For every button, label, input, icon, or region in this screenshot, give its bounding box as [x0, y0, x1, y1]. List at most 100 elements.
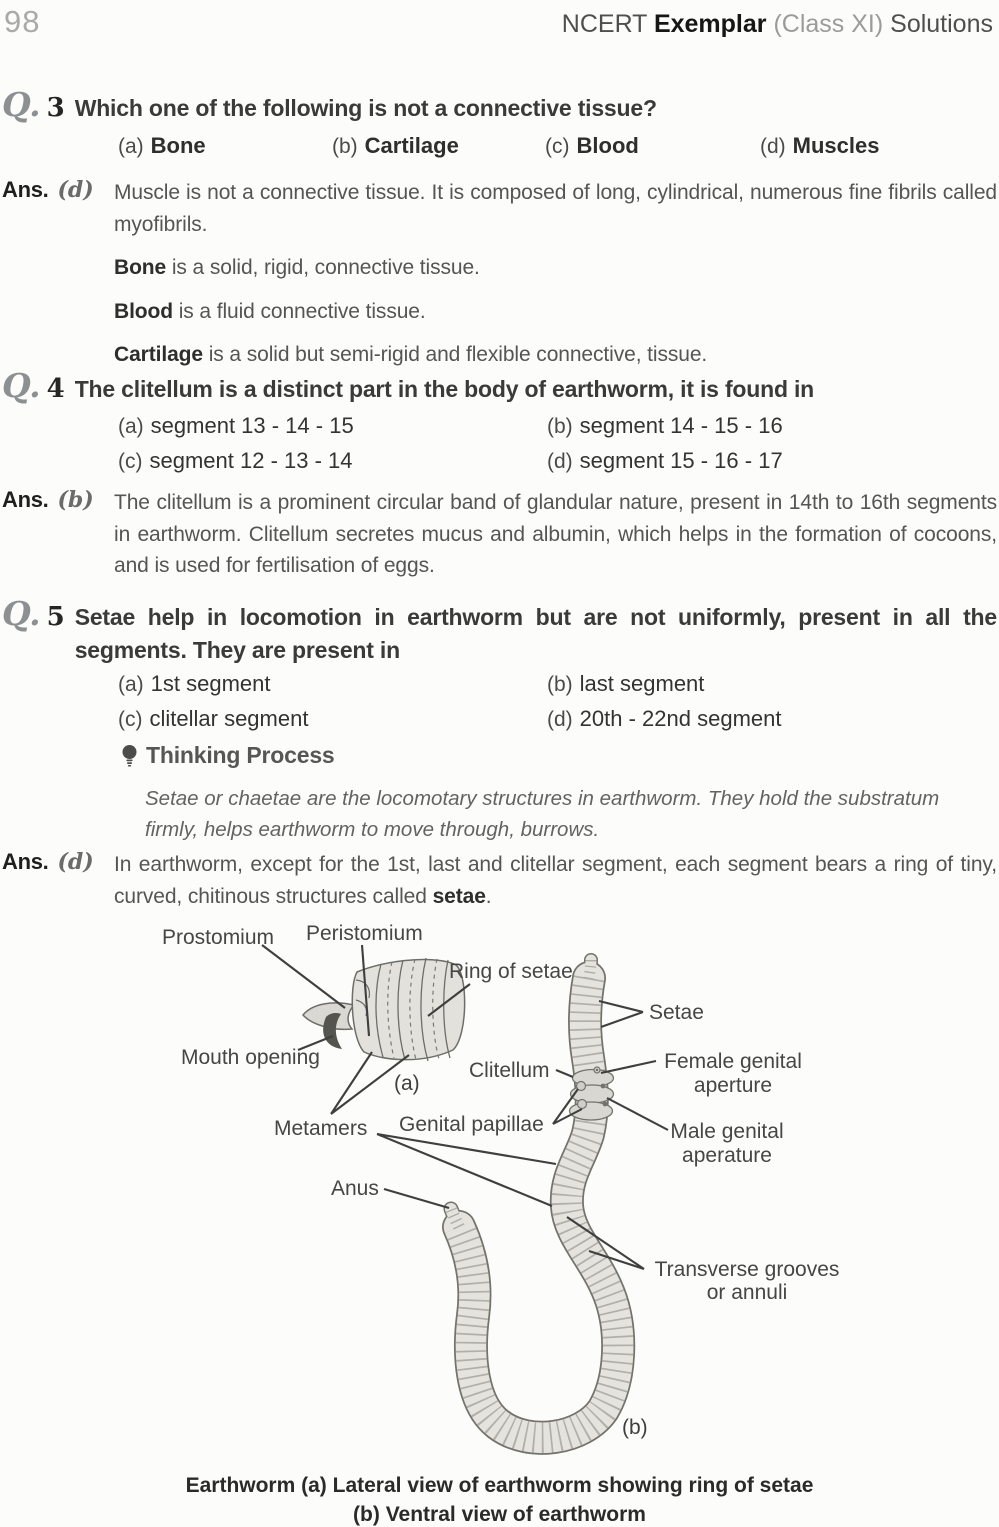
option-c: (c)clitellar segment: [118, 706, 547, 732]
option-letter: (c): [118, 708, 143, 731]
label-setae: Setae: [649, 1001, 704, 1024]
term-description: is a solid but semi-rigid and flexible c…: [202, 343, 708, 366]
option-text: Bone: [150, 133, 206, 158]
label-prostomium: Prostomium: [162, 926, 274, 949]
option-c: (c)segment 12 - 13 - 14: [118, 448, 547, 474]
label-female-genital-2: aperture: [694, 1074, 772, 1097]
question-3-options: (a)Bone (b)Cartilage (c)Blood (d)Muscles: [118, 133, 994, 159]
term-description: is a fluid connective tissue.: [172, 299, 426, 323]
clitellum-region: [568, 1066, 615, 1121]
answer-4-body: The clitellum is a prominent circular ba…: [114, 487, 997, 582]
term: Cartilage: [114, 343, 203, 366]
option-letter: (b): [547, 415, 573, 438]
answer-3-point: Cartilage is a solid but semi-rigid and …: [114, 339, 997, 371]
answer-label: Ans.: [2, 487, 49, 512]
answer-3-point: Blood is a fluid connective tissue.: [114, 296, 997, 328]
option-letter: (a): [118, 135, 144, 158]
label-mouth-opening: Mouth opening: [181, 1046, 320, 1069]
term: Bone: [114, 256, 167, 279]
label-clitellum: Clitellum: [469, 1059, 550, 1082]
option-text: Cartilage: [364, 133, 459, 158]
answer-4-paragraph: The clitellum is a prominent circular ba…: [114, 491, 997, 577]
figure-caption-line1: Earthworm (a) Lateral view of earthworm …: [185, 1474, 814, 1497]
question-5-number: 5: [46, 602, 65, 632]
earthworm-ventral-body: [442, 953, 636, 1455]
question-3-glyph: Q.: [2, 85, 41, 124]
answer-4-head: Ans. (b): [2, 487, 114, 582]
answer-text: .: [485, 884, 492, 908]
answer-3-body: Muscle is not a connective tissue. It is…: [114, 177, 997, 371]
answer-3: Ans. (d) Muscle is not a connective tiss…: [2, 177, 997, 371]
question-4-text: The clitellum is a distinct part in the …: [74, 376, 815, 402]
question-4-options: (a) segment 13 - 14 - 15 (b)segment 14 - …: [118, 413, 994, 474]
option-letter: (a): [118, 415, 144, 438]
thinking-process: Thinking Process Setae or chaetae are th…: [122, 742, 982, 846]
option-a: (a) Bone: [118, 133, 332, 159]
label-ring-of-setae: Ring of setae: [449, 960, 573, 983]
anterior-body-shape: [351, 958, 466, 1061]
answer-3-head: Ans. (d): [2, 177, 114, 371]
option-text: 1st segment: [150, 671, 271, 696]
option-b: (b)last segment: [547, 671, 994, 697]
page-header: 98 NCERT Exemplar (Class XI) Solutions: [0, 4, 999, 40]
thinking-process-title: Thinking Process: [146, 742, 335, 768]
option-b: (b)segment 14 - 15 - 16: [547, 413, 994, 439]
thinking-process-body: Setae or chaetae are the locomotary stru…: [145, 787, 940, 841]
option-d: (d)segment 15 - 16 - 17: [547, 448, 994, 474]
part-b-tag: (b): [622, 1416, 648, 1439]
label-transverse-grooves-1: Transverse grooves: [655, 1258, 840, 1281]
label-female-genital-1: Female genital: [664, 1050, 802, 1073]
option-letter: (d): [760, 135, 786, 158]
option-d: (d) Muscles: [760, 133, 994, 159]
figure-caption-line2: (b) Ventral view of earthworm: [353, 1502, 646, 1526]
question-4-number: 4: [46, 374, 65, 404]
question-5-glyph: Q.: [2, 594, 41, 633]
option-text: Muscles: [792, 133, 880, 158]
label-anus: Anus: [331, 1177, 379, 1200]
earthworm-diagram: Prostomium Peristomium Ring of setae Mou…: [162, 922, 840, 1455]
answer-letter: (d): [57, 177, 94, 203]
genital-papilla: [575, 1080, 587, 1092]
question-5-text: Setae help in locomotion in earthworm bu…: [74, 604, 998, 663]
question-5-options: (a)1st segment (b)last segment (c)clitel…: [118, 671, 994, 732]
part-a-tag: (a): [394, 1072, 420, 1095]
option-text: 20th - 22nd segment: [579, 706, 782, 731]
ring-of-setae-dashes: [387, 961, 395, 1059]
male-genital-aperture: [600, 1083, 606, 1089]
option-letter: (c): [545, 135, 570, 158]
mouth-opening-shape: [323, 1013, 342, 1049]
answer-5-paragraph: In earthworm, except for the 1st, last a…: [114, 849, 997, 912]
option-text: segment 12 - 13 - 14: [149, 448, 353, 473]
answer-5: Ans. (d) In earthworm, except for the 1s…: [2, 849, 997, 912]
bulb-icon: [122, 744, 137, 766]
term: setae: [432, 884, 486, 908]
label-metamers: Metamers: [274, 1117, 367, 1140]
option-letter: (d): [547, 708, 573, 731]
answer-label: Ans.: [2, 177, 49, 202]
thinking-process-header: Thinking Process: [122, 742, 982, 769]
option-text: segment 15 - 16 - 17: [579, 448, 783, 473]
answer-letter: (b): [57, 487, 94, 513]
term-description: is a solid, rigid, connective tissue.: [166, 256, 480, 279]
label-genital-papillae: Genital papillae: [399, 1113, 544, 1136]
ring-of-setae-dashes: [432, 958, 440, 1060]
option-a: (a) segment 13 - 14 - 15: [118, 413, 547, 439]
book-title-prefix: NCERT: [561, 10, 654, 38]
question-5: Q. 5 Setae help in locomotion in earthwo…: [2, 597, 997, 667]
answer-letter: (d): [57, 849, 94, 875]
page-number: 98: [4, 4, 41, 39]
ring-of-setae-dashes: [409, 958, 417, 1061]
answer-5-body: In earthworm, except for the 1st, last a…: [114, 849, 997, 912]
earthworm-lateral-anterior: [302, 957, 466, 1062]
male-genital-aperture: [602, 1101, 608, 1107]
option-letter: (b): [332, 135, 358, 158]
option-letter: (b): [547, 673, 573, 696]
question-4: Q. 4 The clitellum is a distinct part in…: [2, 369, 997, 406]
question-3: Q. 3 Which one of the following is not a…: [2, 88, 997, 125]
option-b: (b) Cartilage: [332, 133, 545, 159]
option-text: segment 13 - 14 - 15: [150, 413, 354, 438]
option-a: (a)1st segment: [118, 671, 547, 697]
answer-3-point: Bone is a solid, rigid, connective tissu…: [114, 252, 997, 284]
book-title: NCERT Exemplar (Class XI) Solutions: [562, 10, 993, 39]
